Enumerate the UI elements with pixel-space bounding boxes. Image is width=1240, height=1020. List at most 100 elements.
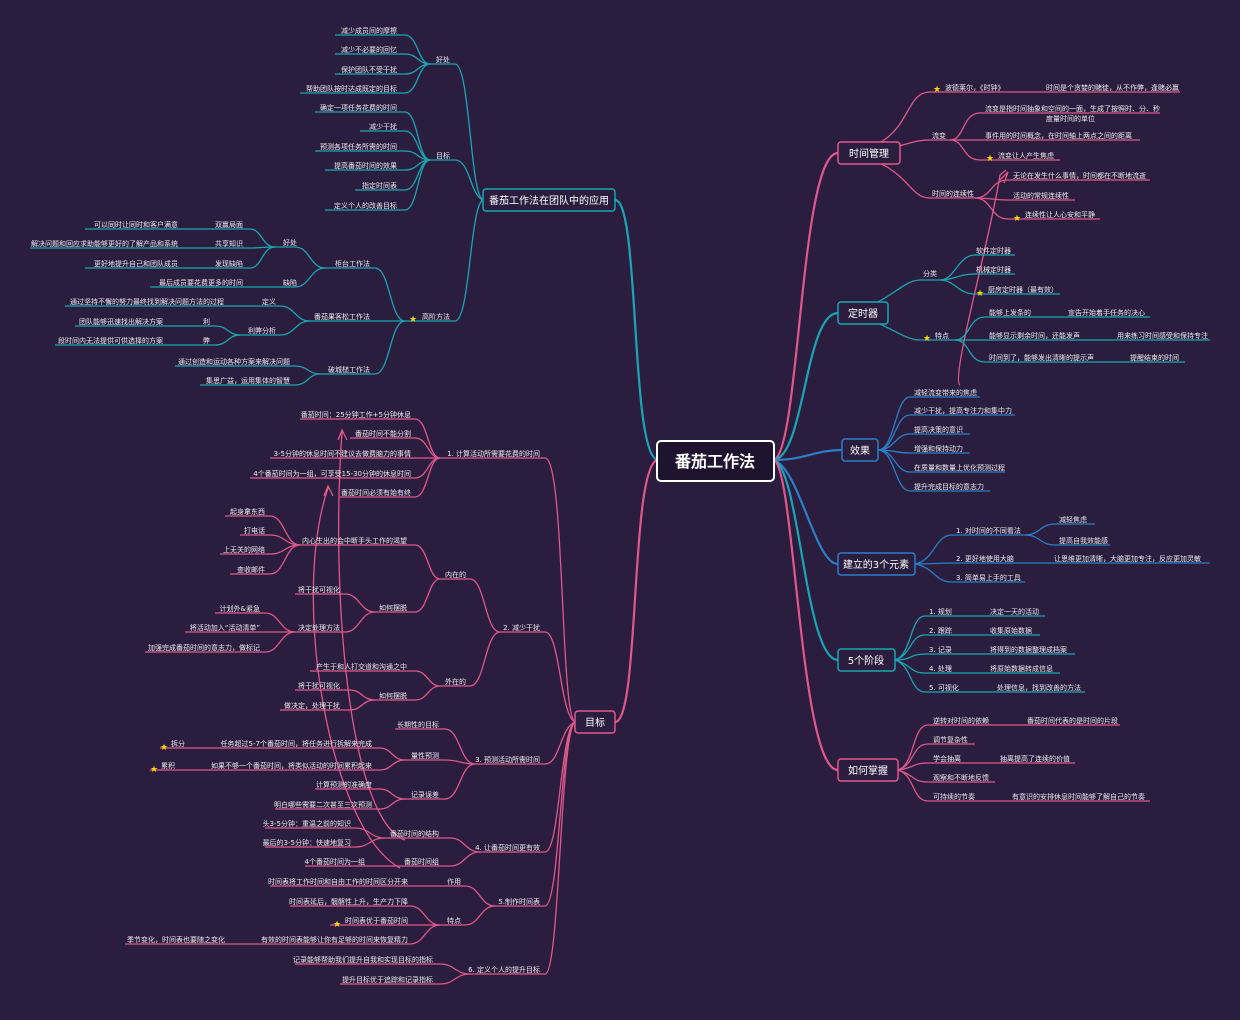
- goal-record-item: 计算预测的准确度: [316, 780, 372, 789]
- team-pro-v: 团队能够迅速找出解决方案: [79, 317, 163, 326]
- node-master[interactable]: [837, 758, 899, 782]
- team-g: 定义个人的改善目标: [334, 201, 397, 210]
- goal-g6-1: 记录能够帮助我们提升自我和实现目标的指标: [293, 955, 433, 964]
- goal-feat-3b: 季节变化，时间表也要随之变化: [127, 935, 225, 944]
- goal-role-v: 时间表将工作时间和自由工作的时间区分开来: [268, 877, 408, 886]
- goal-s1: 头3-5分钟：重温之前的知识: [263, 819, 351, 828]
- stage-desc: 将得到的数据整理成档案: [990, 645, 1067, 654]
- team-b: 帮助团队按时达成既定的目标: [306, 84, 397, 93]
- stage-name: 1. 规划: [929, 607, 952, 616]
- star-icon: ★: [409, 315, 417, 325]
- goal-visualize: 将干扰可视化: [298, 585, 340, 594]
- timer-feature: 特点: [935, 331, 949, 340]
- timer-f1: 能够上发条的: [989, 308, 1031, 317]
- team-c2v: 解决问题和回应求助能够更好的了解产品和系统: [31, 239, 178, 248]
- goal-desire-item: 上无关的网络: [223, 545, 265, 554]
- time-cont-2: 活动的常规连续性: [1013, 191, 1069, 200]
- team-crash-2: 集思广益，运用集体的智慧: [206, 376, 290, 385]
- link-root-goal: [614, 458, 658, 724]
- goal-group: 番茄时间组: [404, 857, 439, 866]
- timer-f3d: 提醒结束的时间: [1130, 353, 1179, 362]
- time-flow-concept: 事件用的时间概念，在时间轴上两点之间的距离: [985, 131, 1132, 140]
- timer-f2: 能够显示剩余时间，还能发声: [989, 331, 1080, 340]
- team-c1k: 双赢局面: [215, 220, 243, 229]
- team-counter: 柜台工作法: [335, 259, 370, 268]
- goal-group-v: 4个番茄时间为一组: [305, 857, 365, 866]
- goal-outer-how: 如何摆脱: [379, 691, 407, 700]
- team-def-v: 通过坚持不懈的努力最终找到解决问题方法的过程: [70, 297, 224, 306]
- star-icon: ★: [923, 334, 931, 344]
- master-m2: 调节复杂性: [933, 735, 968, 744]
- effect-item: 提高决策的意识: [914, 425, 963, 434]
- master-m3: 学会抽离: [933, 754, 961, 763]
- team-crash: 破城槌工作法: [328, 365, 370, 374]
- team-c1v: 可以同时让同时和客户满意: [94, 220, 178, 229]
- timer-f3: 时间到了，能够发出清晰的提示声: [989, 353, 1094, 362]
- team-g: 减少干扰: [369, 122, 397, 131]
- root-node-title: 番茄工作法: [674, 452, 755, 471]
- team-g: 指定时间表: [362, 181, 397, 190]
- master-m1d: 番茄时间代表的是时间的片段: [1027, 716, 1118, 725]
- effect-item: 提升完成目标的意志力: [914, 482, 984, 491]
- goal-s2: 最后的3-5分钟：快速地复习: [263, 838, 351, 847]
- stage-desc: 决定一天的活动: [990, 607, 1039, 616]
- master-m3d: 抽离提高了连续的价值: [1000, 754, 1070, 763]
- team-b: 减少不必要的回忆: [341, 45, 397, 54]
- star-icon: ★: [976, 289, 984, 299]
- stage-desc: 将原始数据转成信息: [990, 664, 1053, 673]
- three-e1a: 减轻焦虑: [1059, 515, 1087, 524]
- goal-g6-2: 提升目标优于追踪和记录指标: [342, 975, 433, 984]
- team-con: 弊: [203, 336, 210, 345]
- goal-g5: 5.制作时间表: [498, 897, 540, 906]
- root-node-box[interactable]: [656, 440, 775, 482]
- goal-split-k: 拆分: [171, 739, 185, 748]
- node-effect[interactable]: [841, 438, 879, 462]
- node-three-elements[interactable]: [837, 552, 916, 576]
- time-flow-anxiety: 流变让人产生焦虑: [998, 151, 1054, 160]
- node-timer-label: 定时器: [848, 307, 878, 320]
- goal-feat-1: 时间表延后，髋髂性上升，生产力下降: [289, 897, 408, 906]
- node-team[interactable]: [482, 188, 616, 212]
- goal-inner-desire: 内心生出的会中断手头工作的渴望: [302, 536, 407, 545]
- node-goal-label: 目标: [585, 717, 605, 729]
- goal-g1-item: 番茄时间：25分钟工作+5分钟休息: [301, 410, 411, 419]
- goal-outer: 外在的: [445, 677, 466, 686]
- team-counter-good: 好处: [283, 238, 297, 247]
- team-crash-1: 通过创造和运动各种方案来解决问题: [178, 357, 290, 366]
- goal-feat: 特点: [447, 916, 461, 925]
- stage-name: 3. 记录: [929, 646, 952, 654]
- stage-desc: 收集原始数据: [990, 626, 1032, 635]
- timer-f1d: 宣告开始着手任务的决心: [1068, 308, 1145, 317]
- three-e1b: 提高自我效能感: [1059, 536, 1108, 545]
- time-continuity: 时间的连续性: [932, 189, 974, 198]
- goal-g1-item: 3-5分钟的休息时间不建议去做费脑力的事情: [274, 449, 411, 458]
- link-root-team: [614, 198, 658, 462]
- timer-c1: 软件定时器: [976, 246, 1011, 255]
- node-timer[interactable]: [837, 301, 889, 325]
- team-b: 保护团队不受干扰: [341, 65, 397, 74]
- goal-decide-item: 计划外&紧急: [220, 604, 260, 613]
- star-icon: ★: [933, 85, 941, 95]
- star-icon: ★: [1013, 214, 1021, 224]
- node-time-mgmt[interactable]: [837, 141, 901, 165]
- node-goal[interactable]: [574, 710, 616, 734]
- stage-desc: 处理信息，找到改善的方法: [997, 683, 1081, 692]
- time-star-author: 波德莱尔，《时钟》: [945, 83, 1005, 92]
- three-e2: 2. 更好地使用大脑: [956, 554, 1014, 563]
- node-three-elements-label: 建立的3个元素: [843, 558, 909, 571]
- node-five-stages[interactable]: [837, 648, 896, 672]
- effect-item: 增强和保持动力: [914, 444, 963, 453]
- effect-item: 减轻流变带来的焦虑: [914, 388, 977, 397]
- time-flow: 流变: [932, 131, 946, 140]
- three-e2d: 让思维更加清晰，大脑更加专注，反应更加灵敏: [1054, 554, 1201, 563]
- master-m1: 逆转对时间的依赖: [933, 716, 989, 725]
- goal-g3: 3. 预测活动所需时间: [475, 755, 540, 764]
- link-root-time: [773, 151, 839, 462]
- goal-split-v: 任务超过5-7个番茄时间，将任务进行拆解来完成: [221, 739, 372, 748]
- team-pros-cons: 利弊分析: [248, 326, 276, 335]
- team-pro: 利: [203, 317, 210, 326]
- team-b: 减少成员间的摩擦: [341, 26, 397, 35]
- team-cbad: 最后成员要花费更多的时间: [159, 278, 243, 287]
- goal-desire-item: 起身拿东西: [230, 507, 265, 516]
- team-advanced: 高阶方法: [422, 312, 450, 321]
